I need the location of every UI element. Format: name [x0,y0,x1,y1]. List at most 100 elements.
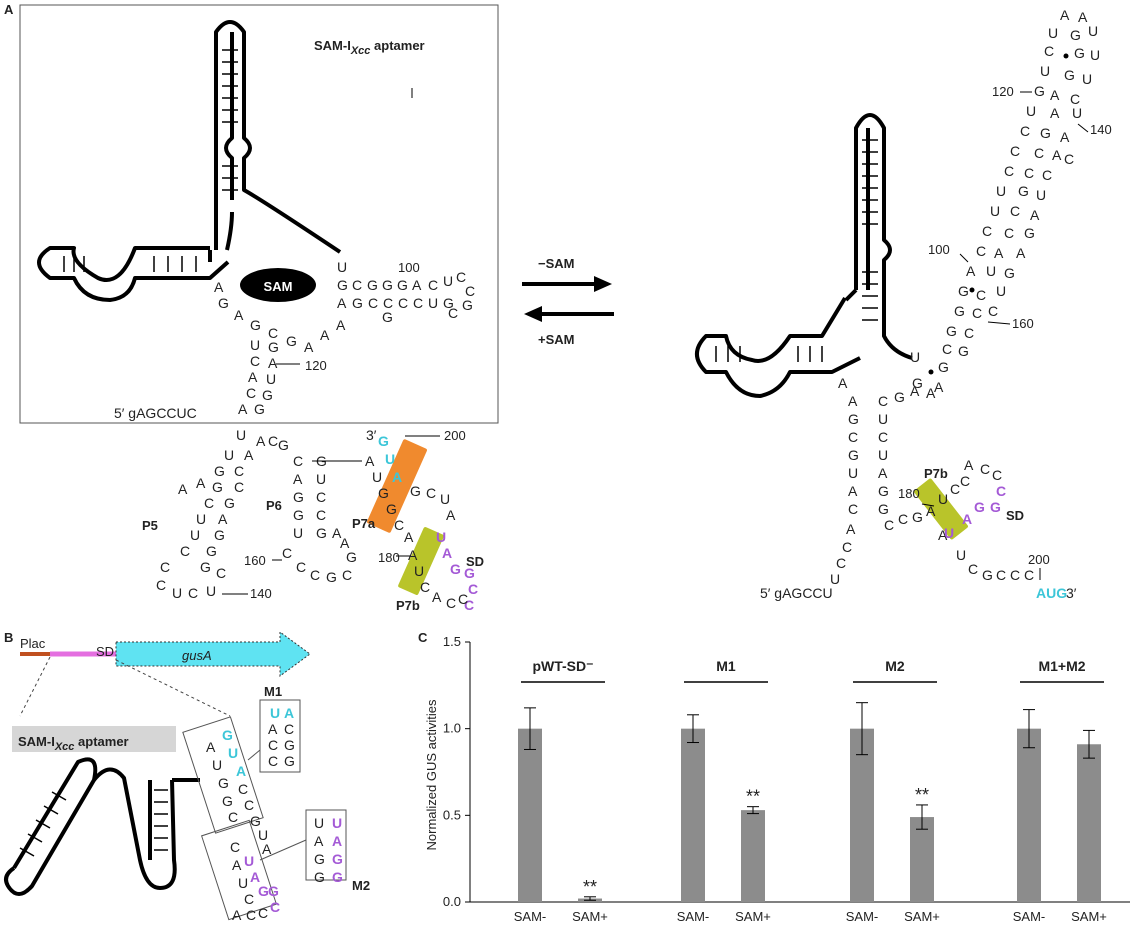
svg-text:U: U [440,491,450,507]
svg-text:G: G [367,277,378,293]
chart-category-label: SAM- [514,909,547,924]
svg-text:U: U [910,349,920,365]
svg-text:C: C [898,511,908,527]
svg-text:U: U [1088,23,1098,39]
svg-text:C: C [1024,165,1034,181]
equilibrium-arrows [522,276,614,322]
svg-text:U: U [986,263,996,279]
svg-text:C: C [465,283,475,299]
construct-skeleton [4,699,347,921]
svg-text:C: C [1004,163,1014,179]
svg-text:A: A [284,705,294,721]
svg-text:U: U [244,853,254,869]
svg-text:G: G [878,483,889,499]
aptamer-box [19,4,499,424]
label-sd-right: SD [1006,508,1024,523]
svg-text:C: C [282,545,292,561]
svg-text:A: A [218,511,228,527]
right-aptamer-skeleton [695,113,913,398]
svg-text:U: U [1026,103,1036,119]
p7a-highlight [367,439,427,533]
left-num-140: 140 [250,586,272,601]
svg-text:U: U [878,411,888,427]
svg-text:C: C [884,517,894,533]
svg-text:U: U [1048,25,1058,41]
svg-text:C: C [398,295,408,311]
svg-text:G: G [218,295,229,311]
svg-text:U: U [228,745,238,761]
chart-y-tick-label: 0.5 [443,807,461,822]
svg-text:G: G [462,297,473,313]
chart-bar [681,728,705,902]
svg-text:U: U [337,259,347,275]
svg-text:C: C [468,581,478,597]
svg-text:G: G [974,499,985,515]
label-m2: M2 [352,878,370,893]
svg-text:A: A [848,393,858,409]
gus-activity-chart: Normalized GUS activities 0.00.51.01.5pW… [424,634,1130,924]
svg-text:A: A [238,401,248,417]
label-p6: P6 [266,498,282,513]
chart-group-label: pWT-SD⁻ [532,658,593,674]
svg-text:A: A [314,833,324,849]
svg-text:A: A [432,589,442,605]
svg-text:A: A [234,307,244,323]
svg-text:G: G [946,323,957,339]
label-m1: M1 [264,684,282,699]
svg-text:U: U [172,585,182,601]
p7b-highlight-right [914,478,968,540]
svg-text:C: C [976,287,986,303]
svg-text:C: C [250,353,260,369]
svg-text:A: A [846,521,856,537]
svg-text:A: A [196,475,206,491]
svg-text:A: A [938,527,948,543]
svg-text:U: U [938,491,948,507]
svg-text:G: G [954,303,965,319]
svg-text:U: U [996,183,1006,199]
svg-text:C: C [848,501,858,517]
svg-text:C: C [980,461,990,477]
svg-text:C: C [426,485,436,501]
left-num-160: 160 [244,553,266,568]
svg-text:G: G [346,549,357,565]
svg-text:G: G [278,437,289,453]
svg-text:U: U [224,447,234,463]
svg-text:C: C [428,277,438,293]
svg-text:C: C [992,467,1002,483]
svg-text:G: G [848,411,859,427]
svg-text:U: U [236,427,246,443]
aptamer-label-box [12,726,176,752]
svg-text:G: G [397,277,408,293]
svg-text:A: A [1078,9,1088,25]
svg-text:C: C [420,579,430,595]
svg-text:G: G [258,883,269,899]
svg-text:C: C [284,721,294,737]
svg-text:U: U [996,283,1006,299]
right-num-200: 200 [1028,552,1050,567]
svg-text:G: G [284,753,295,769]
svg-text:G: G [284,737,295,753]
right-5prime: 5′ gAGCCU [760,585,833,601]
svg-text:C: C [156,577,166,593]
svg-text:A: A [1050,87,1060,103]
svg-text:A: A [248,369,258,385]
svg-text:C: C [413,295,423,311]
svg-text:A: A [1016,245,1026,261]
svg-text:C: C [352,277,362,293]
right-num-160: 160 [1012,316,1034,331]
svg-text:G: G [382,277,393,293]
svg-text:C: C [296,559,306,575]
svg-text:U: U [316,471,326,487]
svg-text:G: G [912,375,923,391]
svg-text:U: U [878,447,888,463]
chart-significance: ** [583,877,597,897]
aptamer-title-b: SAM-IXcc aptamer [18,734,129,753]
svg-text:U: U [990,203,1000,219]
chart-category-label: SAM- [677,909,710,924]
svg-text:A: A [214,279,224,295]
svg-text:C: C [268,753,278,769]
svg-text:C: C [878,393,888,409]
svg-text:C: C [244,891,254,907]
svg-text:C: C [836,555,846,571]
